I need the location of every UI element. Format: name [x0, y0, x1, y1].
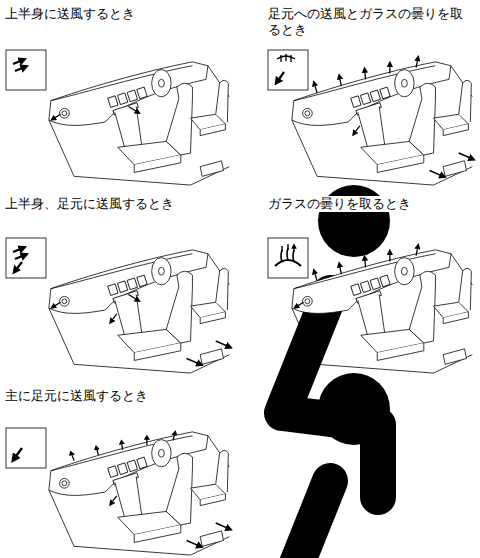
mode-icon — [6, 428, 390, 558]
mode-icon — [268, 238, 308, 278]
car-interior — [49, 62, 229, 185]
mode-caption: 足元への送風とガラスの曇りを取るとき — [268, 6, 474, 38]
car-interior — [49, 250, 229, 373]
mode-caption: 上半身、足元に送風するとき — [5, 196, 174, 212]
mode-caption: 主に足元に送風するとき — [5, 388, 148, 404]
mode-caption: 上半身に送風するとき — [5, 6, 135, 22]
mode-caption: ガラスの曇りを取るとき — [268, 196, 411, 212]
car-interior — [292, 246, 472, 373]
car-interior — [292, 58, 472, 185]
car-interior — [49, 432, 229, 555]
